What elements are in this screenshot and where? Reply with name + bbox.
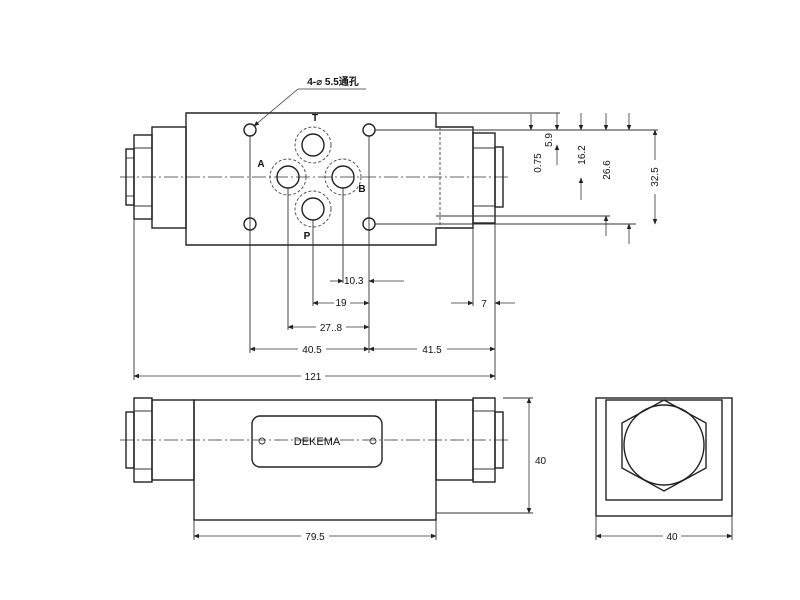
front-body bbox=[193, 399, 437, 521]
dim-40-5: 40.5 bbox=[249, 342, 370, 356]
right-nut bbox=[472, 132, 504, 224]
side-round-boss bbox=[623, 404, 705, 486]
dim-79-5: 79.5 bbox=[193, 529, 437, 543]
dim-7-label: 7 bbox=[481, 299, 487, 310]
dim-0-75: 0.75 bbox=[528, 114, 544, 173]
extension-lines-top bbox=[133, 136, 496, 380]
dim-121-label: 121 bbox=[305, 372, 322, 383]
dim-7: 7 bbox=[451, 299, 515, 310]
extension-lines-right bbox=[375, 112, 658, 225]
dim-40-side-label: 40 bbox=[535, 456, 547, 467]
hole-note-text: 4-⌀ 5.5通孔 bbox=[307, 75, 359, 88]
dim-10-3: 10.3 bbox=[330, 276, 404, 287]
dim-5-9-label: 5.9 bbox=[544, 133, 555, 147]
dim-40-bottom: 40 bbox=[595, 529, 733, 543]
brand-text: DEKEMA bbox=[294, 436, 341, 448]
main-body bbox=[185, 112, 474, 246]
plate-screw-left bbox=[258, 437, 266, 445]
dim-40-side: 40 bbox=[526, 397, 547, 514]
dim-121: 121 bbox=[133, 369, 496, 383]
dim-40-5-label: 40.5 bbox=[302, 345, 322, 356]
plate-screw-right bbox=[369, 437, 377, 445]
name-plate bbox=[251, 415, 383, 468]
dim-16-2: 16.2 bbox=[577, 113, 588, 200]
side-hex-nut bbox=[621, 399, 707, 492]
dim-32-5-label: 32.5 bbox=[650, 167, 661, 187]
dim-27-8: 27..8 bbox=[287, 320, 370, 334]
dim-27-8-label: 27..8 bbox=[320, 323, 343, 334]
dim-40-bottom-label: 40 bbox=[666, 532, 678, 543]
side-view bbox=[595, 397, 733, 540]
dim-10-3-label: 10.3 bbox=[344, 276, 364, 287]
side-body bbox=[595, 397, 733, 517]
top-view: T A B P 4-⌀ 5.5通孔 bbox=[120, 75, 658, 380]
port-label-b: B bbox=[358, 184, 365, 195]
dim-79-5-label: 79.5 bbox=[305, 532, 325, 543]
dim-26-6: 26.6 bbox=[602, 113, 613, 236]
dim-41-5: 41.5 bbox=[368, 342, 496, 356]
hole-note: 4-⌀ 5.5通孔 bbox=[253, 75, 366, 127]
port-t bbox=[294, 126, 332, 164]
port-label-p: P bbox=[304, 231, 311, 242]
front-view: DEKEMA bbox=[120, 397, 533, 540]
mount-hole-tr bbox=[362, 123, 376, 137]
dim-16-2-label: 16.2 bbox=[577, 145, 588, 165]
dim-19: 19 bbox=[312, 296, 370, 309]
dim-0-75-label: 0.75 bbox=[533, 153, 544, 173]
port-label-t: T bbox=[312, 113, 318, 124]
dim-32-5: 32.5 bbox=[647, 129, 661, 225]
dim-41-5-label: 41.5 bbox=[422, 345, 442, 356]
dim-19-label: 19 bbox=[335, 298, 347, 309]
dim-5-9: 5.9 bbox=[544, 113, 560, 165]
left-neck bbox=[151, 126, 187, 229]
port-label-a: A bbox=[257, 159, 264, 170]
dim-26-6-label: 26.6 bbox=[602, 160, 613, 180]
